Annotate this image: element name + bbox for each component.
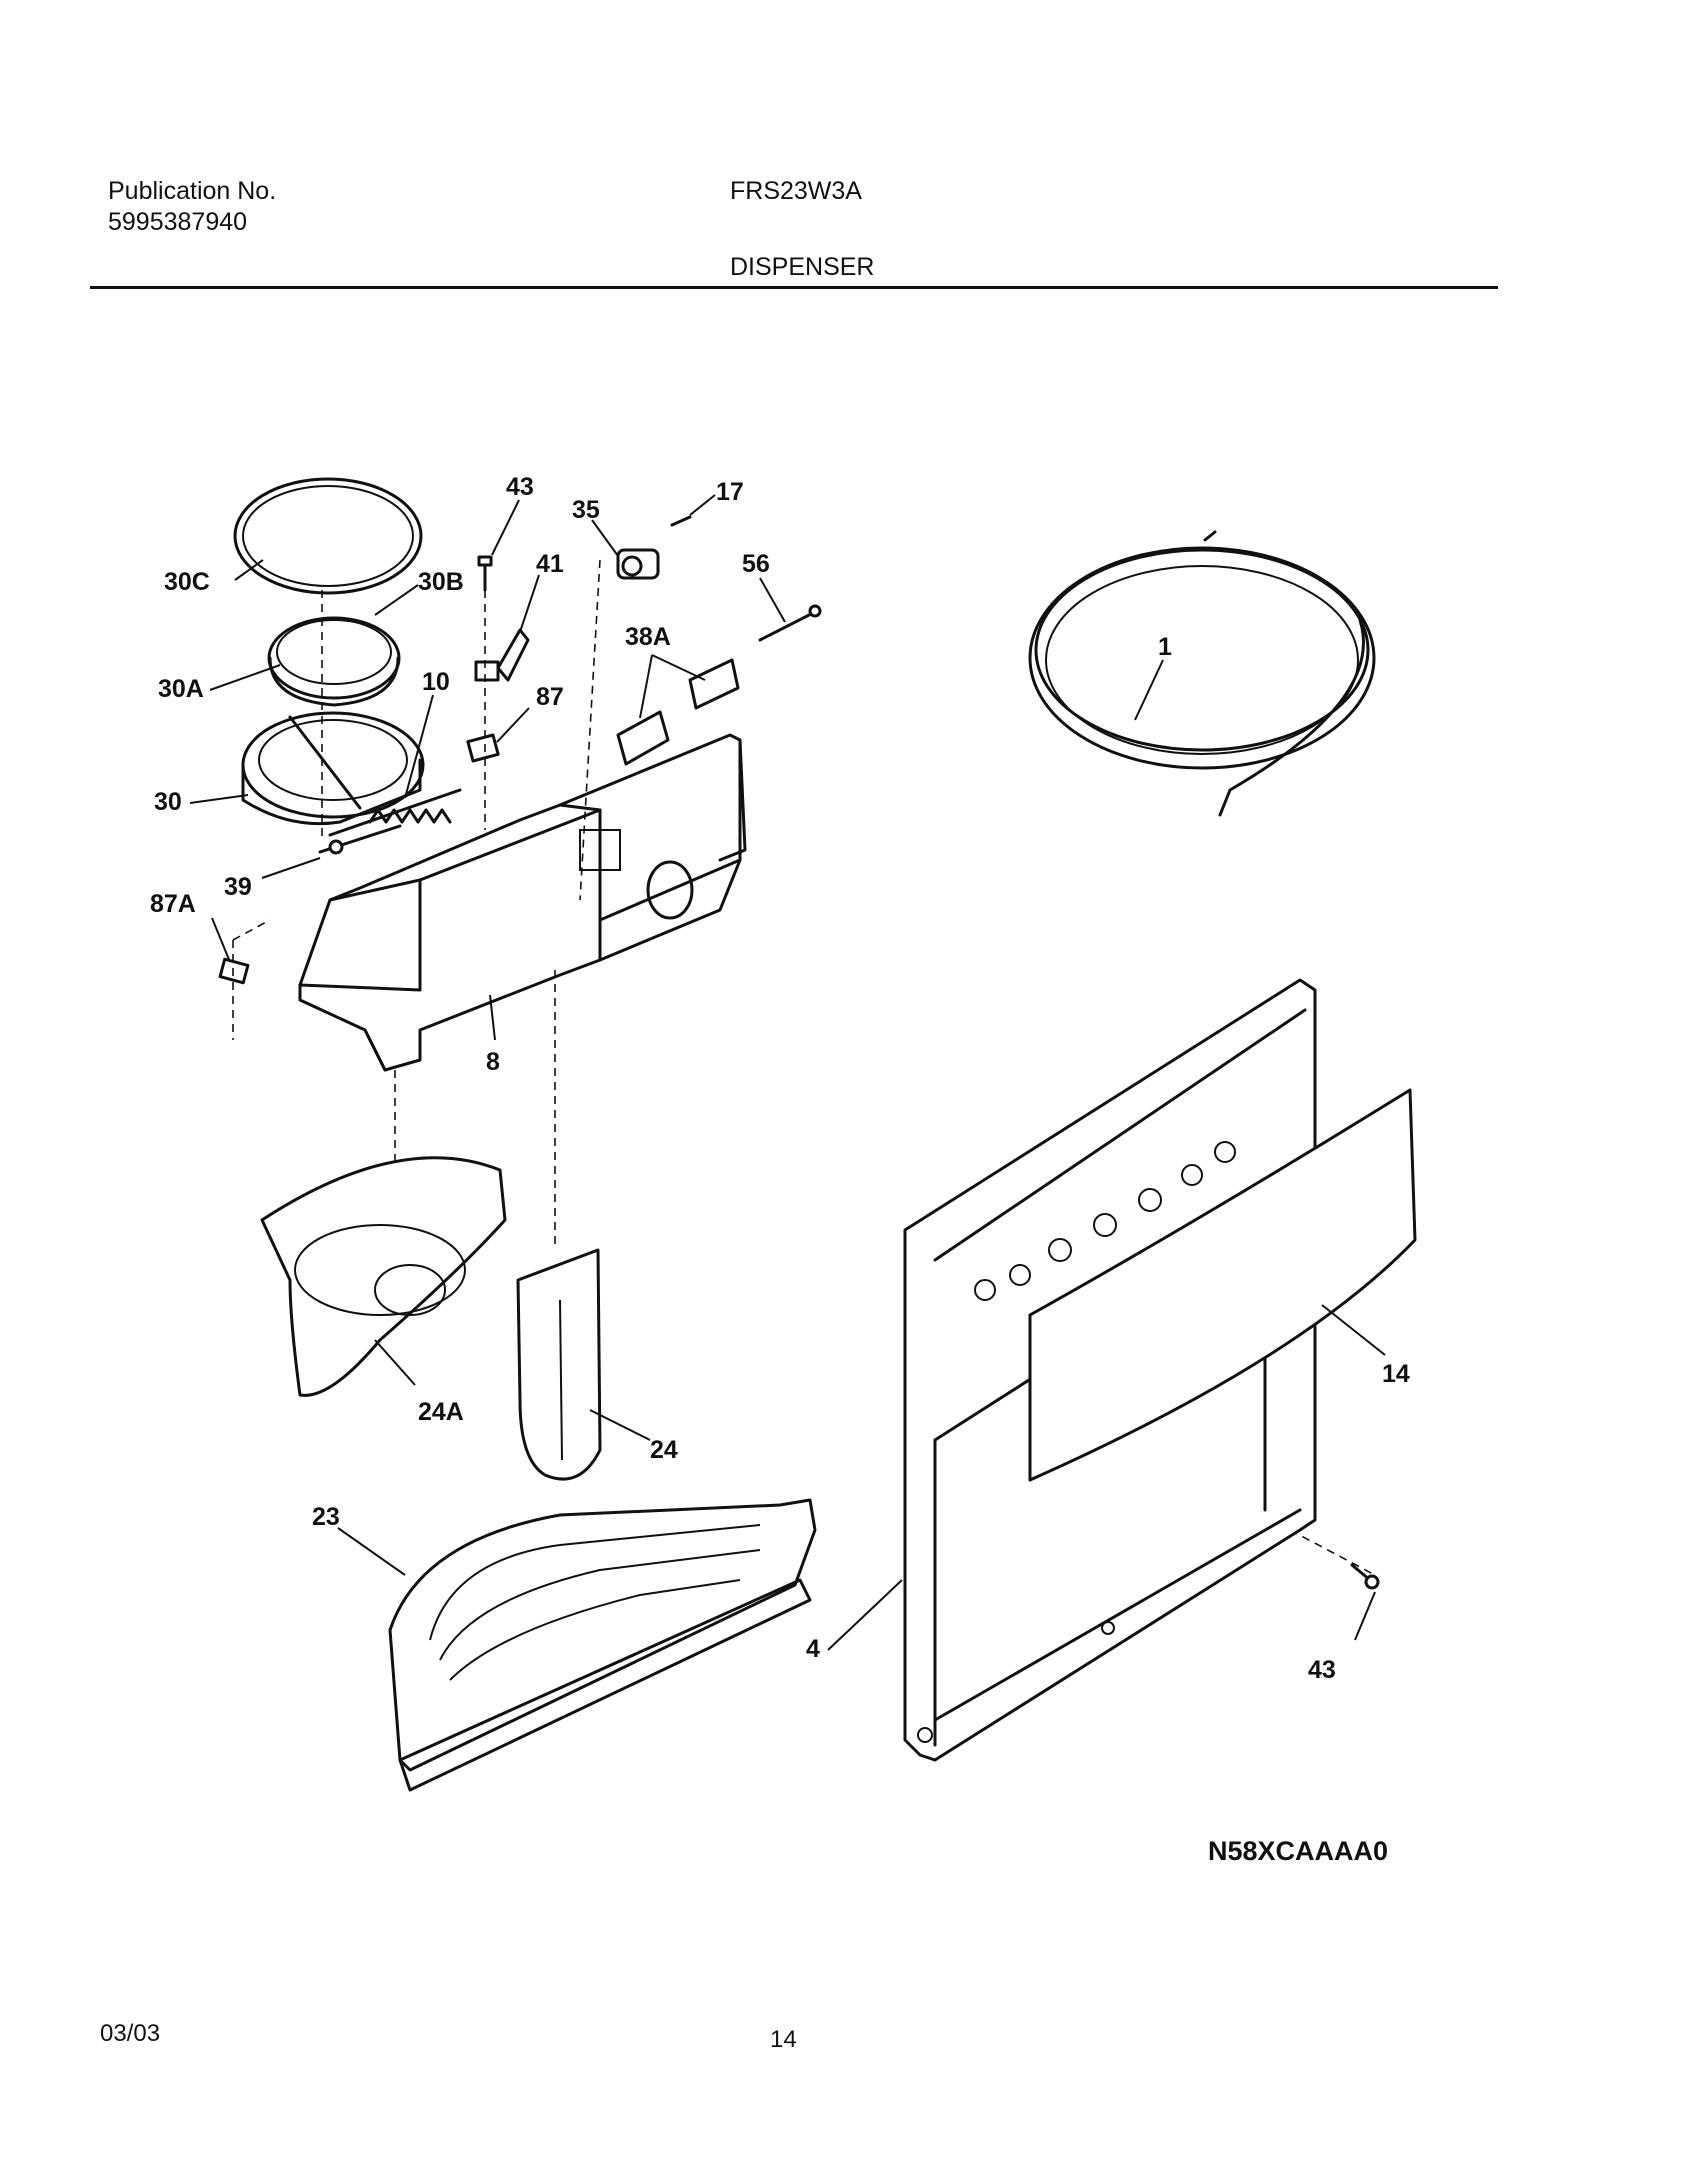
part-30a-ring xyxy=(268,656,400,707)
drawing-code: N58XCAAAA0 xyxy=(1208,1836,1388,1866)
part-87a-bracket xyxy=(218,957,250,985)
callout-87a: 87A xyxy=(150,890,196,918)
part-1-tubing xyxy=(1028,530,1376,817)
model-number: FRS23W3A xyxy=(730,177,862,205)
callout-43-top: 43 xyxy=(506,473,534,501)
footer-date: 03/03 xyxy=(100,2020,161,2047)
callout-17: 17 xyxy=(716,478,744,506)
callout-1: 1 xyxy=(1158,633,1172,661)
callout-41: 41 xyxy=(536,550,564,578)
part-39-pin xyxy=(318,824,402,855)
callout-39: 39 xyxy=(224,873,252,901)
callout-56: 56 xyxy=(742,550,770,578)
callout-87: 87 xyxy=(536,683,564,711)
callout-labels: 43 35 17 30C 30B 41 56 38A 30A 10 87 30 … xyxy=(150,473,1410,1866)
callout-14: 14 xyxy=(1382,1360,1410,1388)
part-56-screw xyxy=(758,604,822,642)
part-14-overlay xyxy=(1028,1088,1417,1482)
callout-24: 24 xyxy=(650,1436,678,1464)
part-24a-chute xyxy=(260,1156,507,1397)
callout-43-bottom: 43 xyxy=(1308,1656,1336,1684)
callout-30a: 30A xyxy=(158,675,204,703)
callout-24a: 24A xyxy=(418,1398,464,1426)
part-10-spring xyxy=(368,808,452,824)
publication-label: Publication No. xyxy=(108,177,277,205)
part-43-screw-top xyxy=(477,555,493,592)
callout-30b: 30B xyxy=(418,568,464,596)
part-23-drip-tray xyxy=(388,1498,817,1792)
part-38a-switches xyxy=(616,658,740,766)
callout-23: 23 xyxy=(312,1503,340,1531)
part-43-screw-bottom xyxy=(1350,1563,1380,1590)
callout-30c: 30C xyxy=(164,568,210,596)
publication-number: 5995387940 xyxy=(108,208,248,236)
part-30-door xyxy=(241,711,462,837)
part-87-bracket xyxy=(466,733,500,763)
callout-4: 4 xyxy=(806,1635,820,1663)
part-24-flapper xyxy=(516,1248,602,1481)
leader-lines xyxy=(189,494,1386,1651)
callout-8: 8 xyxy=(486,1048,500,1076)
part-17-screw xyxy=(670,515,692,527)
part-30c-gasket xyxy=(233,477,423,595)
page-number: 14 xyxy=(770,2026,797,2053)
callout-30: 30 xyxy=(154,788,182,816)
part-30b-seal xyxy=(267,616,401,700)
assembly-lines xyxy=(232,559,1376,1576)
part-41-clip xyxy=(474,628,530,682)
header-divider xyxy=(90,286,1498,289)
part-8-housing xyxy=(298,733,747,1072)
callout-38a: 38A xyxy=(625,623,671,651)
part-35-solenoid xyxy=(616,548,660,580)
section-title: DISPENSER xyxy=(730,253,875,281)
callout-35: 35 xyxy=(572,496,600,524)
callout-10: 10 xyxy=(422,668,450,696)
